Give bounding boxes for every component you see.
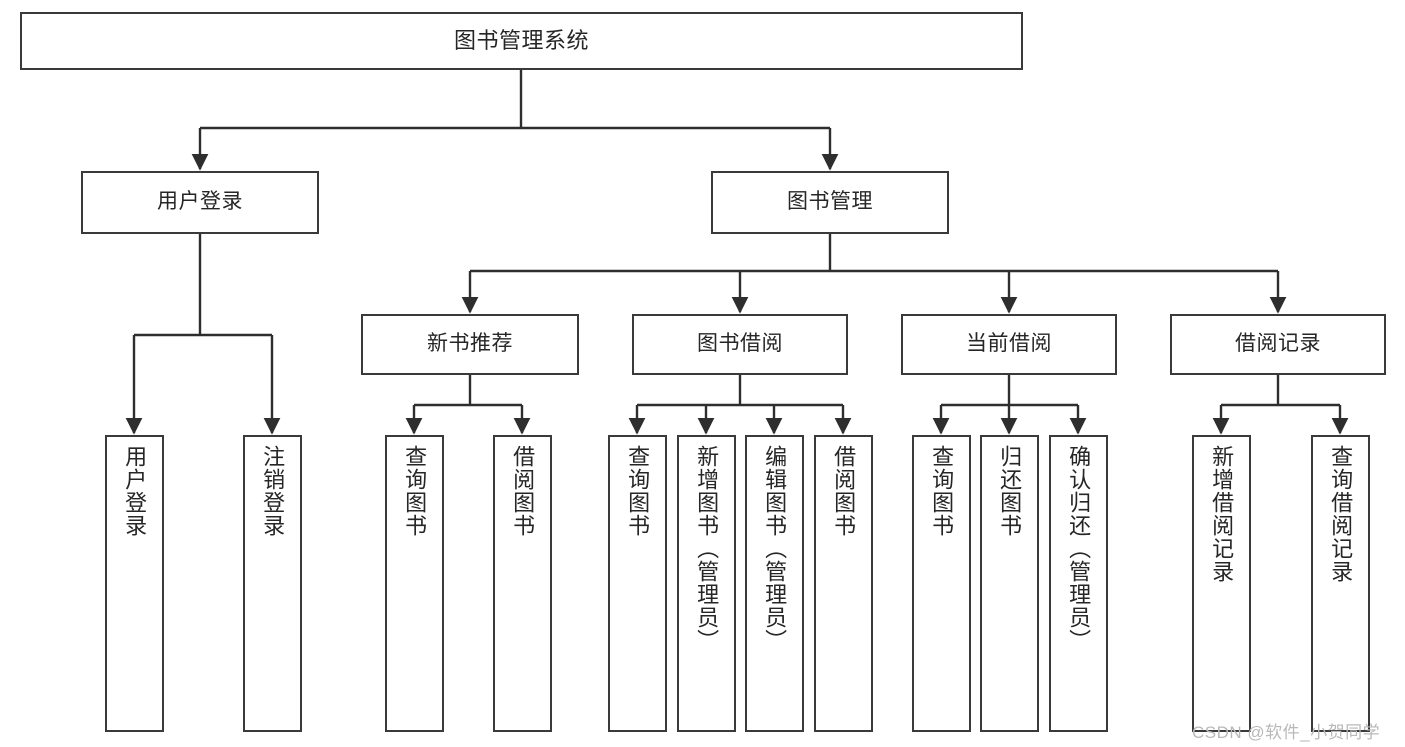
node-leaf-logout[interactable]: 注销登录 <box>243 435 302 732</box>
node-book-borrow[interactable]: 图书借阅 <box>632 314 848 375</box>
node-leaf-query-book-2-label: 查询图书 <box>625 445 651 537</box>
node-leaf-add-record-label: 新增借阅记录 <box>1209 445 1235 583</box>
node-user-login[interactable]: 用户登录 <box>81 171 319 234</box>
node-leaf-add-book-label: 新增图书（管理员） <box>694 445 720 652</box>
csdn-watermark: CSDN @软件_小贺同学 <box>1192 723 1381 742</box>
node-leaf-borrow-book-1[interactable]: 借阅图书 <box>493 435 552 732</box>
node-leaf-edit-book[interactable]: 编辑图书（管理员） <box>745 435 804 732</box>
node-root[interactable]: 图书管理系统 <box>20 12 1023 70</box>
node-book-manage-label: 图书管理 <box>787 190 873 214</box>
node-leaf-user-login[interactable]: 用户登录 <box>105 435 164 732</box>
node-leaf-query-book-2[interactable]: 查询图书 <box>608 435 667 732</box>
node-borrow-record-label: 借阅记录 <box>1235 332 1321 356</box>
node-leaf-confirm-return[interactable]: 确认归还（管理员） <box>1049 435 1108 732</box>
node-user-login-label: 用户登录 <box>157 190 243 214</box>
node-leaf-confirm-return-label: 确认归还（管理员） <box>1066 445 1092 652</box>
node-leaf-query-book-3-label: 查询图书 <box>929 445 955 537</box>
node-leaf-borrow-book-2-label: 借阅图书 <box>831 445 857 537</box>
node-leaf-borrow-book-2[interactable]: 借阅图书 <box>814 435 873 732</box>
node-current-borrow[interactable]: 当前借阅 <box>901 314 1117 375</box>
node-leaf-add-book[interactable]: 新增图书（管理员） <box>677 435 736 732</box>
node-leaf-query-book-1[interactable]: 查询图书 <box>385 435 444 732</box>
node-leaf-return-book[interactable]: 归还图书 <box>980 435 1039 732</box>
node-leaf-logout-label: 注销登录 <box>260 445 286 537</box>
node-leaf-edit-book-label: 编辑图书（管理员） <box>762 445 788 652</box>
node-current-borrow-label: 当前借阅 <box>966 332 1052 356</box>
node-book-borrow-label: 图书借阅 <box>697 332 783 356</box>
node-leaf-query-record[interactable]: 查询借阅记录 <box>1311 435 1370 732</box>
node-leaf-user-login-label: 用户登录 <box>122 445 148 537</box>
node-leaf-query-book-1-label: 查询图书 <box>402 445 428 537</box>
node-leaf-query-book-3[interactable]: 查询图书 <box>912 435 971 732</box>
node-new-book-recommend-label: 新书推荐 <box>427 332 513 356</box>
node-leaf-query-record-label: 查询借阅记录 <box>1328 445 1354 583</box>
node-leaf-return-book-label: 归还图书 <box>997 445 1023 537</box>
node-leaf-borrow-book-1-label: 借阅图书 <box>510 445 536 537</box>
node-new-book-recommend[interactable]: 新书推荐 <box>361 314 579 375</box>
node-root-label: 图书管理系统 <box>453 28 589 54</box>
node-borrow-record[interactable]: 借阅记录 <box>1170 314 1386 375</box>
node-book-manage[interactable]: 图书管理 <box>711 171 949 234</box>
node-leaf-add-record[interactable]: 新增借阅记录 <box>1192 435 1251 732</box>
